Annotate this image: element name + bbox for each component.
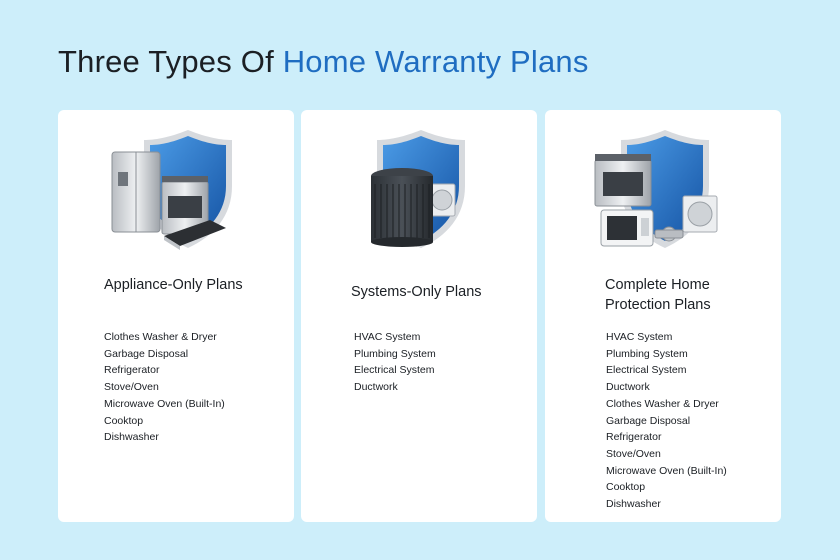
page-title: Three Types Of Home Warranty Plans <box>58 44 589 80</box>
list-item: Cooktop <box>104 414 144 427</box>
shield-with-hvac-unit-illustration <box>371 130 465 248</box>
coverage-list: Clothes Washer & Dryer Garbage Disposal … <box>104 329 225 446</box>
card-title: Appliance-Only Plans <box>104 277 243 293</box>
shield-with-appliances-illustration <box>111 130 232 250</box>
card-title: Complete Home Protection Plans <box>605 277 711 313</box>
list-item: Microwave Oven (Built-In) <box>606 464 727 477</box>
list-item: Stove/Oven <box>104 381 159 394</box>
list-item: Plumbing System <box>354 347 436 360</box>
plan-card-appliance-only: Appliance-Only Plans Clothes Washer & Dr… <box>58 110 294 522</box>
list-item: Cooktop <box>606 481 646 494</box>
plan-card-complete-home-protection: Complete Home Protection Plans HVAC Syst… <box>545 110 781 522</box>
list-item: Garbage Disposal <box>104 347 189 360</box>
list-item: Dishwasher <box>606 498 661 511</box>
coverage-list: HVAC System Plumbing System Electrical S… <box>354 329 436 396</box>
page-title-accent: Home Warranty Plans <box>282 44 589 79</box>
list-item: Plumbing System <box>606 347 688 360</box>
list-item: Microwave Oven (Built-In) <box>104 397 225 410</box>
list-item: Electrical System <box>606 364 687 377</box>
shield-with-appliances-and-systems-illustration <box>594 130 718 248</box>
coverage-list: HVAC System Plumbing System Electrical S… <box>606 329 727 513</box>
list-item: Dishwasher <box>104 431 159 444</box>
list-item: HVAC System <box>606 331 673 343</box>
page-title-prefix: Three Types Of <box>58 44 274 79</box>
list-item: HVAC System <box>354 331 421 343</box>
list-item: Stove/Oven <box>606 447 661 460</box>
list-item: Ductwork <box>354 381 398 394</box>
list-item: Ductwork <box>606 381 650 394</box>
card-title: Systems-Only Plans <box>351 284 482 300</box>
list-item: Refrigerator <box>606 431 662 444</box>
list-item: Electrical System <box>354 364 435 377</box>
list-item: Clothes Washer & Dryer <box>606 397 719 410</box>
plan-card-systems-only: Systems-Only Plans HVAC System Plumbing … <box>301 110 537 522</box>
list-item: Refrigerator <box>104 364 160 377</box>
list-item: Garbage Disposal <box>606 414 691 427</box>
list-item: Clothes Washer & Dryer <box>104 331 217 343</box>
